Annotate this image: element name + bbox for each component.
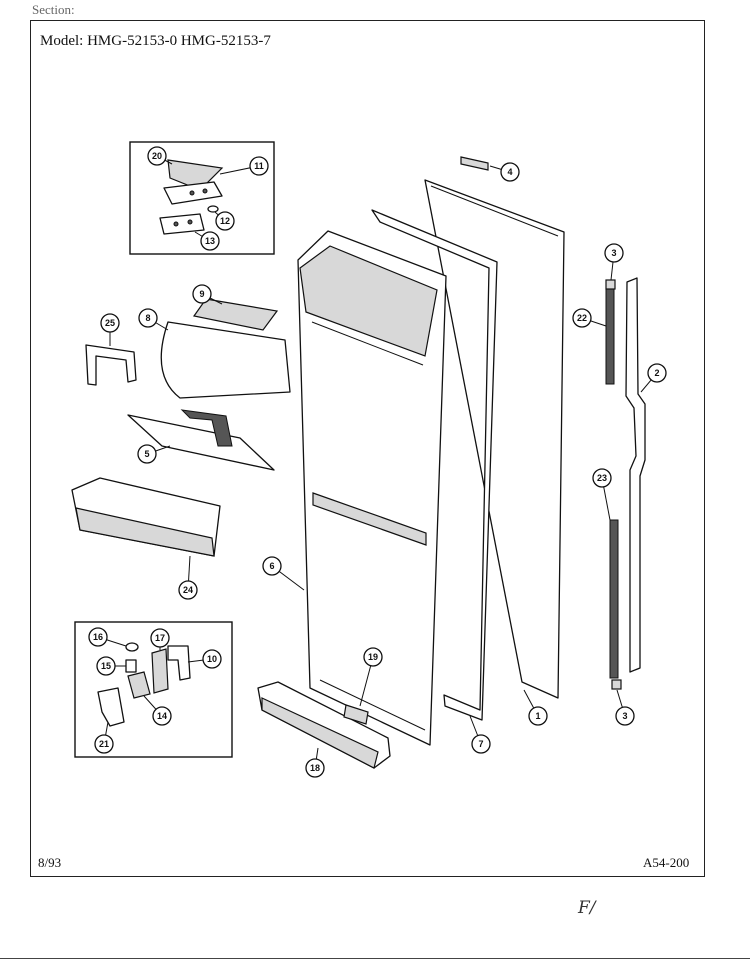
dairy-tray: [127, 409, 275, 471]
callout-3-top: 3: [604, 243, 624, 281]
svg-text:4: 4: [507, 167, 512, 177]
callout-24: 24: [178, 555, 198, 600]
model-numbers: HMG-52153-0 HMG-52153-7: [87, 33, 271, 49]
footer-date: 8/93: [38, 855, 62, 870]
callout-25: 25: [100, 313, 120, 346]
model-line: Model: HMG-52153-0 HMG-52153-7: [40, 33, 271, 50]
svg-text:21: 21: [99, 739, 109, 749]
vent-cover: [460, 156, 489, 171]
hinge-screw-assembly: [127, 671, 151, 699]
lower-hinge-bracket: [167, 645, 191, 681]
dairy-door-label: [192, 298, 279, 331]
hinge-cam: [97, 687, 125, 727]
svg-text:23: 23: [597, 473, 607, 483]
callout-1: 1: [523, 689, 548, 726]
bottom-rule: [0, 958, 750, 959]
svg-text:24: 24: [183, 585, 193, 595]
svg-text:9: 9: [199, 289, 204, 299]
handle-end-cap-top: [605, 279, 616, 290]
top-hinge-plate: [163, 181, 223, 205]
svg-text:2: 2: [654, 368, 659, 378]
hinge-washer: [207, 205, 219, 213]
svg-text:10: 10: [207, 654, 217, 664]
callout-8: 8: [138, 308, 169, 331]
inner-door-liner: [297, 230, 447, 746]
bottom-shelf: [257, 681, 391, 769]
callout-12: 12: [214, 211, 235, 231]
callout-17: 17: [150, 628, 170, 650]
hinge-bushing: [125, 642, 139, 652]
dairy-hinge-bracket: [85, 344, 137, 386]
section-header: Section:: [32, 2, 75, 18]
svg-text:12: 12: [220, 216, 230, 226]
callout-7: 7: [469, 715, 491, 754]
callout-21: 21: [94, 721, 114, 754]
door-gasket: [371, 209, 498, 721]
svg-text:11: 11: [254, 161, 264, 171]
svg-text:20: 20: [152, 151, 162, 161]
svg-text:14: 14: [157, 711, 167, 721]
svg-text:15: 15: [101, 661, 111, 671]
callout-20: 20: [147, 146, 173, 166]
callout-6: 6: [262, 556, 305, 591]
door-handle: [625, 277, 646, 673]
svg-text:13: 13: [205, 236, 215, 246]
svg-text:6: 6: [269, 561, 274, 571]
svg-text:7: 7: [478, 739, 483, 749]
handle-end-cap-bottom: [611, 679, 622, 690]
bottom-shelf-clip: [343, 704, 369, 725]
hinge-spacer: [151, 648, 169, 694]
dairy-door: [160, 321, 291, 399]
svg-text:19: 19: [368, 652, 378, 662]
lower-hinge-inset-box: [74, 621, 233, 758]
hinge-inset-box: [129, 141, 275, 255]
callout-16: 16: [88, 627, 127, 647]
svg-text:1: 1: [535, 711, 540, 721]
callout-9: 9: [192, 284, 223, 305]
svg-text:5: 5: [144, 449, 149, 459]
callout-2: 2: [640, 363, 667, 393]
svg-text:18: 18: [310, 763, 320, 773]
handwritten-note: F/: [578, 898, 596, 918]
upper-hinge-strip: [605, 287, 615, 385]
hinge-pin: [125, 659, 137, 673]
callout-11: 11: [219, 156, 269, 176]
svg-text:3: 3: [611, 248, 616, 258]
svg-text:3: 3: [622, 711, 627, 721]
svg-text:8: 8: [145, 313, 150, 323]
callout-14: 14: [143, 695, 172, 726]
callout-10: 10: [187, 649, 222, 669]
hinge-shim: [159, 213, 205, 235]
callout-3-bottom: 3: [615, 689, 635, 726]
callout-15: 15: [96, 656, 126, 676]
door-shelf: [71, 477, 221, 557]
callout-23: 23: [592, 468, 612, 521]
callout-22: 22: [572, 308, 607, 328]
callout-19: 19: [359, 647, 383, 707]
svg-text:25: 25: [105, 318, 115, 328]
section-label: Section:: [32, 2, 75, 17]
svg-text:22: 22: [577, 313, 587, 323]
lower-hinge-strip: [609, 519, 619, 679]
footer-page-code: A54-200: [643, 855, 690, 870]
page-frame: [30, 20, 705, 877]
callout-18: 18: [305, 747, 325, 778]
callout-4: 4: [489, 162, 520, 182]
svg-text:17: 17: [155, 633, 165, 643]
svg-text:16: 16: [93, 632, 103, 642]
model-label: Model:: [40, 33, 84, 49]
callout-13: 13: [194, 231, 220, 251]
outer-door-panel: [424, 179, 565, 699]
callout-5: 5: [137, 444, 171, 464]
